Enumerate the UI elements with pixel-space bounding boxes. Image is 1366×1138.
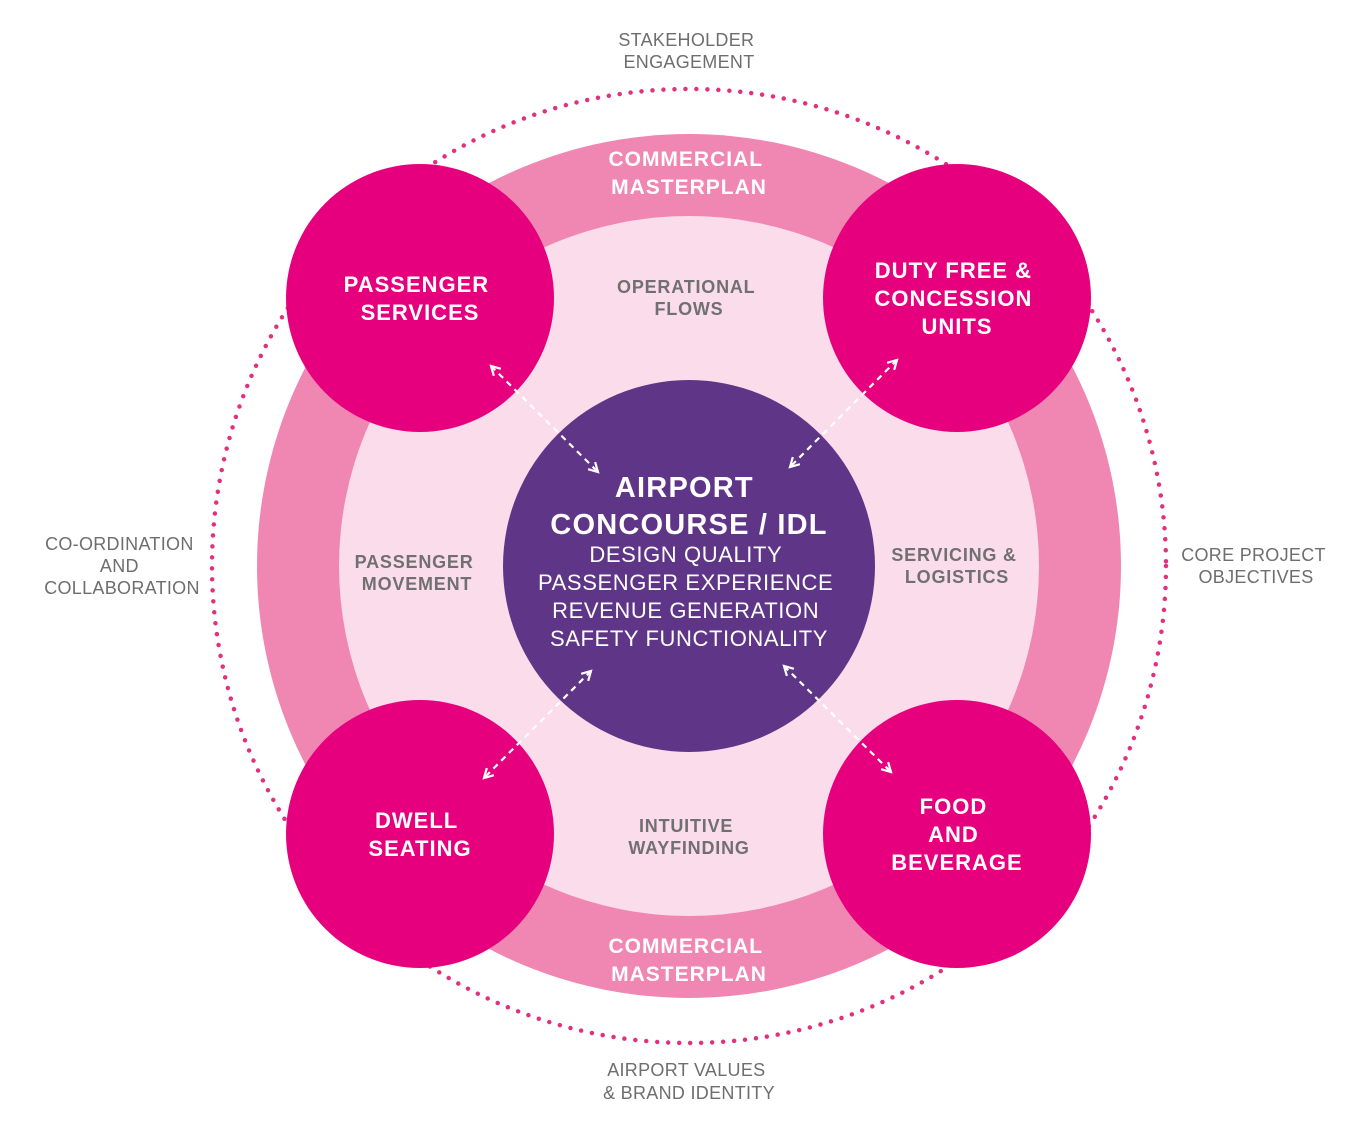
label-line: COMMERCIAL xyxy=(608,148,762,171)
label-line: SERVICES xyxy=(361,300,480,325)
label-line: DWELL xyxy=(375,808,458,833)
label-line: SERVICING & xyxy=(891,545,1017,565)
ring-label-top: COMMERCIAL MASTERPLAN xyxy=(608,148,769,199)
label-line: WAYFINDING xyxy=(628,838,749,858)
dotted-outer-ring xyxy=(209,86,1169,1046)
label-line: AND xyxy=(100,556,139,576)
label-line: STAKEHOLDER xyxy=(618,30,754,50)
label-line: SEATING xyxy=(368,836,471,861)
arrow-dwell-seating xyxy=(484,671,591,778)
label-line: FOOD xyxy=(920,794,988,819)
label-line: OPERATIONAL xyxy=(617,277,755,297)
arrow-food-beverage xyxy=(784,666,891,772)
inner-label-operational-flows: OPERATIONAL FLOWS xyxy=(617,277,761,319)
label-line: PASSENGER xyxy=(355,552,474,572)
label-line: CO-ORDINATION xyxy=(45,534,194,554)
label-co-ordination: CO-ORDINATION AND COLLABORATION xyxy=(44,534,200,598)
node-label-duty-free: DUTY FREE & CONCESSION UNITS xyxy=(874,258,1039,339)
label-line: CONCOURSE / IDL xyxy=(550,509,827,541)
label-line: PASSENGER xyxy=(344,272,490,297)
center-objectives: DESIGN QUALITY PASSENGER EXPERIENCE REVE… xyxy=(538,542,840,651)
label-line: COMMERCIAL xyxy=(608,935,762,958)
label-line: DUTY FREE & xyxy=(875,258,1032,283)
label-line: INTUITIVE xyxy=(639,816,733,836)
arrow-duty-free xyxy=(790,360,897,467)
label-line: AIRPORT VALUES xyxy=(607,1060,765,1080)
label-core-project-objectives: CORE PROJECT OBJECTIVES xyxy=(1181,545,1331,587)
inner-label-passenger-movement: PASSENGER MOVEMENT xyxy=(355,552,480,594)
node-label-dwell-seating: DWELL SEATING xyxy=(368,808,471,861)
center-item: REVENUE GENERATION xyxy=(552,598,819,623)
label-line: CONCESSION xyxy=(874,286,1032,311)
inner-label-servicing-logistics: SERVICING & LOGISTICS xyxy=(891,545,1022,587)
center-item: DESIGN QUALITY xyxy=(589,542,782,567)
label-line: CORE PROJECT xyxy=(1181,545,1325,565)
label-stakeholder-engagement: STAKEHOLDER ENGAGEMENT xyxy=(618,30,759,72)
label-line: AND xyxy=(928,822,979,847)
center-item: SAFETY FUNCTIONALITY xyxy=(550,626,828,651)
label-line: OBJECTIVES xyxy=(1198,567,1313,587)
center-item: PASSENGER EXPERIENCE xyxy=(538,570,833,595)
label-line: MOVEMENT xyxy=(362,574,472,594)
label-line: MASTERPLAN xyxy=(611,963,767,986)
node-passenger-services xyxy=(286,164,554,432)
node-label-passenger-services: PASSENGER SERVICES xyxy=(344,272,497,325)
label-line: BEVERAGE xyxy=(891,850,1022,875)
label-line: ENGAGEMENT xyxy=(623,52,754,72)
label-line: FLOWS xyxy=(655,299,724,319)
label-line: LOGISTICS xyxy=(905,567,1009,587)
label-line: COLLABORATION xyxy=(44,578,200,598)
inner-label-intuitive-wayfinding: INTUITIVE WAYFINDING xyxy=(628,816,749,858)
label-line: & BRAND IDENTITY xyxy=(603,1083,775,1103)
ring-label-bottom: COMMERCIAL MASTERPLAN xyxy=(608,935,769,986)
node-label-food-beverage: FOOD AND BEVERAGE xyxy=(891,794,1022,875)
node-dwell-seating xyxy=(286,700,554,968)
label-line: AIRPORT xyxy=(615,472,754,504)
label-line: MASTERPLAN xyxy=(611,176,767,199)
center-title: AIRPORT CONCOURSE / IDL xyxy=(550,472,827,541)
label-line: UNITS xyxy=(922,314,993,339)
label-airport-values: AIRPORT VALUES & BRAND IDENTITY xyxy=(603,1060,775,1103)
arrow-passenger-services xyxy=(491,366,598,472)
